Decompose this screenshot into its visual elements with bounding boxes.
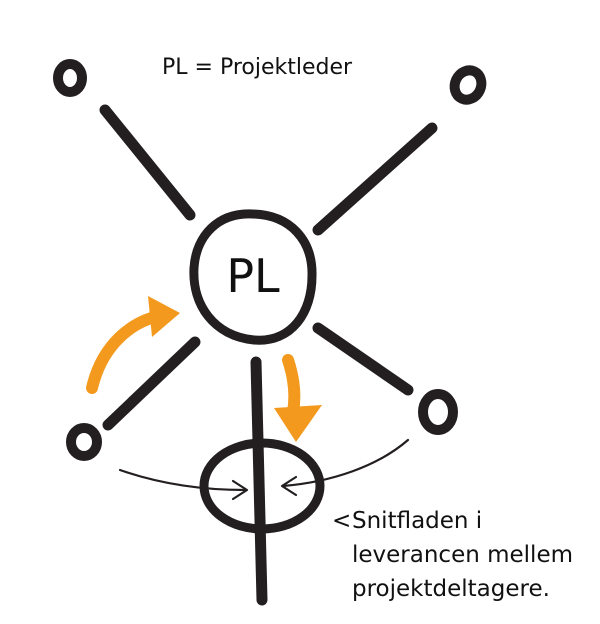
note-line-1: Snitfladen i bbox=[352, 508, 482, 534]
interface-arrow-right-head bbox=[280, 475, 298, 497]
spoke-top-left bbox=[99, 104, 196, 221]
orange-flow-arrow-up-head bbox=[148, 296, 180, 337]
interface-arrow-left-head bbox=[231, 479, 249, 501]
spoke-bottom-right bbox=[312, 322, 414, 396]
participant-node-top-left bbox=[53, 59, 87, 97]
hub-label: PL bbox=[226, 249, 280, 303]
spoke-bottom-left bbox=[102, 336, 201, 431]
note-line-2: leverancen mellem bbox=[352, 542, 573, 568]
note-marker: < bbox=[332, 508, 351, 534]
project-manager-hub bbox=[189, 209, 317, 345]
spoke-top-right bbox=[312, 122, 438, 236]
note-line-3: projektdeltagere. bbox=[352, 576, 550, 602]
participant-node-bottom-left bbox=[66, 423, 102, 461]
interface-ellipse bbox=[199, 438, 325, 534]
legend-text: PL = Projektleder bbox=[162, 55, 353, 80]
participant-node-bottom-right bbox=[418, 389, 458, 435]
orange-flow-arrow-down bbox=[282, 354, 301, 418]
participant-node-top-right bbox=[449, 65, 487, 105]
interface-arrow-right bbox=[281, 438, 410, 488]
orange-flow-arrow-down-head bbox=[274, 405, 322, 442]
interface-arrow-left bbox=[118, 468, 247, 492]
spoke-bottom bbox=[250, 356, 268, 606]
